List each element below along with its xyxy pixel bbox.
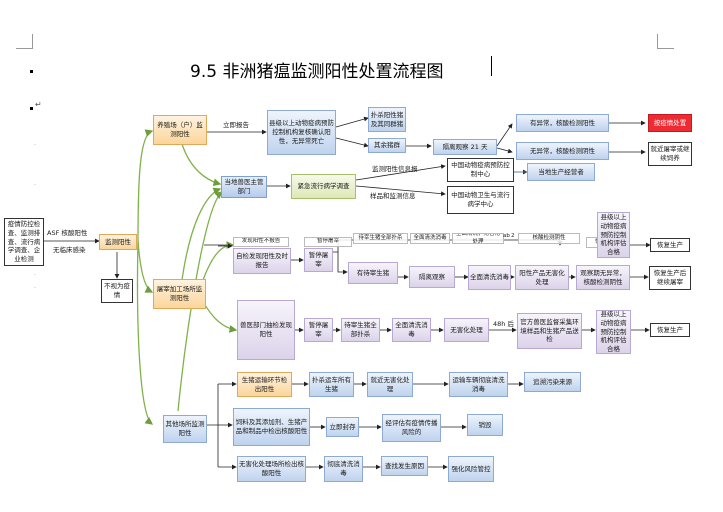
label-immediate-report: 立即报告 xyxy=(223,121,249,129)
node-obs-no-abnormal: 观察期无异常，核酸检测阴性 xyxy=(576,265,630,290)
node-other-sites: 其他场所监测阳性 xyxy=(163,415,207,443)
label-asf-positive: ASF 核酸阳性 xyxy=(47,229,88,237)
node-harmless-pos: 阳性产品无害化处理 xyxy=(515,265,569,290)
node-county-eval: 县级以上动物疫病预防控制机构评估合格 xyxy=(596,310,631,354)
node-local-operator: 当地生产经营者 xyxy=(527,163,595,181)
node-resume-prod-1: 恢复生产 xyxy=(650,238,690,252)
label-mark-ab: ab xyxy=(503,233,510,239)
node-not-epidemic: 不视为疫情 xyxy=(101,279,133,303)
node-abnormal-positive: 有异常，核酸检测阳性 xyxy=(516,114,609,132)
node-disinfect-all: 全面清洗消毒 xyxy=(468,265,511,290)
node-farm: 养殖场（户）监测阳性 xyxy=(153,115,207,145)
node-official-sample: 官方兽医监督采集环境样品和生猪产品送检 xyxy=(517,313,582,349)
node-source: 疫情防控检查、监测排查、流行病学调查、企业检测 xyxy=(4,218,44,266)
paragraph-mark: . xyxy=(34,270,36,277)
node-thorough-clean: 彻底清洗消毒 xyxy=(324,456,363,482)
node-vet-sample: 兽医部门抽检发现阳性 xyxy=(237,300,295,360)
ghost-negative: 核酸检测阴性 xyxy=(518,233,580,244)
node-resume-raise: 就近屠宰或继续饲养 xyxy=(648,142,692,166)
node-destroy: 销毁 xyxy=(467,414,503,436)
ghost-no-report: 发现阳性不报告 xyxy=(233,237,289,247)
node-isolate21: 隔离观察 21 天 xyxy=(433,139,497,155)
label-mark-2: 2 xyxy=(511,233,515,239)
node-report-county: 县级以上动物疫病预防控制机构复核确认阳性，无异常死亡 xyxy=(267,110,336,155)
paragraph-mark: . xyxy=(34,180,36,187)
node-other-pigs: 其余猪群 xyxy=(368,138,406,153)
node-eval-risk: 经评估有疫情传播风险的 xyxy=(382,414,441,442)
label-sample-info: 样品和监测信息 xyxy=(370,192,416,200)
node-report-cahec: 中国动物疫病预防控制中心 xyxy=(447,158,514,182)
node-report-cahec2: 中国动物卫生与流行病学中心 xyxy=(447,186,514,214)
node-suspend-1: 暂停屠宰 xyxy=(304,248,333,272)
node-slaughter: 屠宰加工场所监测阳性 xyxy=(153,279,206,309)
node-seal: 立即封存 xyxy=(326,417,359,437)
label-monitor-report: 监测阳性信息报 xyxy=(372,165,418,173)
node-harmless-near: 就近无害化处理 xyxy=(367,372,413,397)
node-no-abnormal-negative: 无异常，核酸检测阴性 xyxy=(516,142,609,160)
crop-mark-top-right xyxy=(657,34,674,49)
label-after-48h: 48h 后 xyxy=(493,320,514,328)
node-resume-prod-2: 恢复生产后继续屠宰 xyxy=(649,266,691,290)
node-cull-all: 待宰生猪全部扑杀 xyxy=(341,318,380,342)
node-positive: 监测阳性 xyxy=(99,234,137,250)
node-transport: 生猪运输环节检出阳性 xyxy=(237,372,292,397)
node-local-vet: 当地兽医主管部门 xyxy=(221,176,267,198)
node-feed: 饲料及其添加剂、生猪产品和制品中检出核酸阳性 xyxy=(233,408,310,446)
ghost-cull-all: 待宰生猪全部扑杀 xyxy=(353,233,408,244)
node-isolate-obs: 隔离观察 xyxy=(409,266,455,288)
paragraph-mark: . xyxy=(34,283,36,290)
node-self-test: 自检发现阳性及时报告 xyxy=(233,248,291,274)
ghost-suspend: 暂停屠宰 xyxy=(304,237,352,247)
ghost-harmless: 全面清洗，无害化处理 xyxy=(452,233,504,244)
node-county-ok: 县级以上动物疫病预防控制机构评估合格 xyxy=(597,212,630,258)
label-no-epidemic: 无临床感染 xyxy=(53,246,86,254)
node-trace-origin: 追溯污染来源 xyxy=(524,372,581,392)
node-cull-vehicle: 扑杀运车所有生猪 xyxy=(309,372,354,397)
node-cull-positive: 扑杀阳性猪及其同群猪 xyxy=(368,107,406,132)
paragraph-mark: . xyxy=(34,140,36,147)
node-find-cause: 查找发生原因 xyxy=(381,456,428,476)
crop-mark-top-left xyxy=(16,34,33,49)
node-resume-prod-3: 恢复生产 xyxy=(650,323,690,337)
node-handle-epidemic: 按疫情处置 xyxy=(648,114,692,132)
node-clean-vehicle: 运输车辆彻底清洗消毒 xyxy=(449,372,508,397)
ghost-disinfect: 全面清洗消毒 xyxy=(410,233,450,244)
bullet-dot xyxy=(30,70,33,73)
node-suspend-2: 暂停屠宰 xyxy=(304,318,333,342)
node-harmless-site: 无害化处理场所检出核酸阳性 xyxy=(237,456,306,482)
node-clean-disinfect: 全面清洗消毒 xyxy=(392,318,431,342)
text-cursor xyxy=(491,56,492,76)
bullet-dot xyxy=(30,107,33,110)
return-mark: ↵ xyxy=(35,100,42,109)
node-epi-survey: 紧急流行病学调查 xyxy=(291,174,356,199)
node-harmless-proc: 无害化处理 xyxy=(444,318,489,342)
node-pending-pigs: 有待宰生猪 xyxy=(348,262,398,284)
page-title: 9.5 非洲猪瘟监测阳性处置流程图 xyxy=(190,62,444,82)
node-strengthen: 强化风险管控 xyxy=(448,456,494,482)
